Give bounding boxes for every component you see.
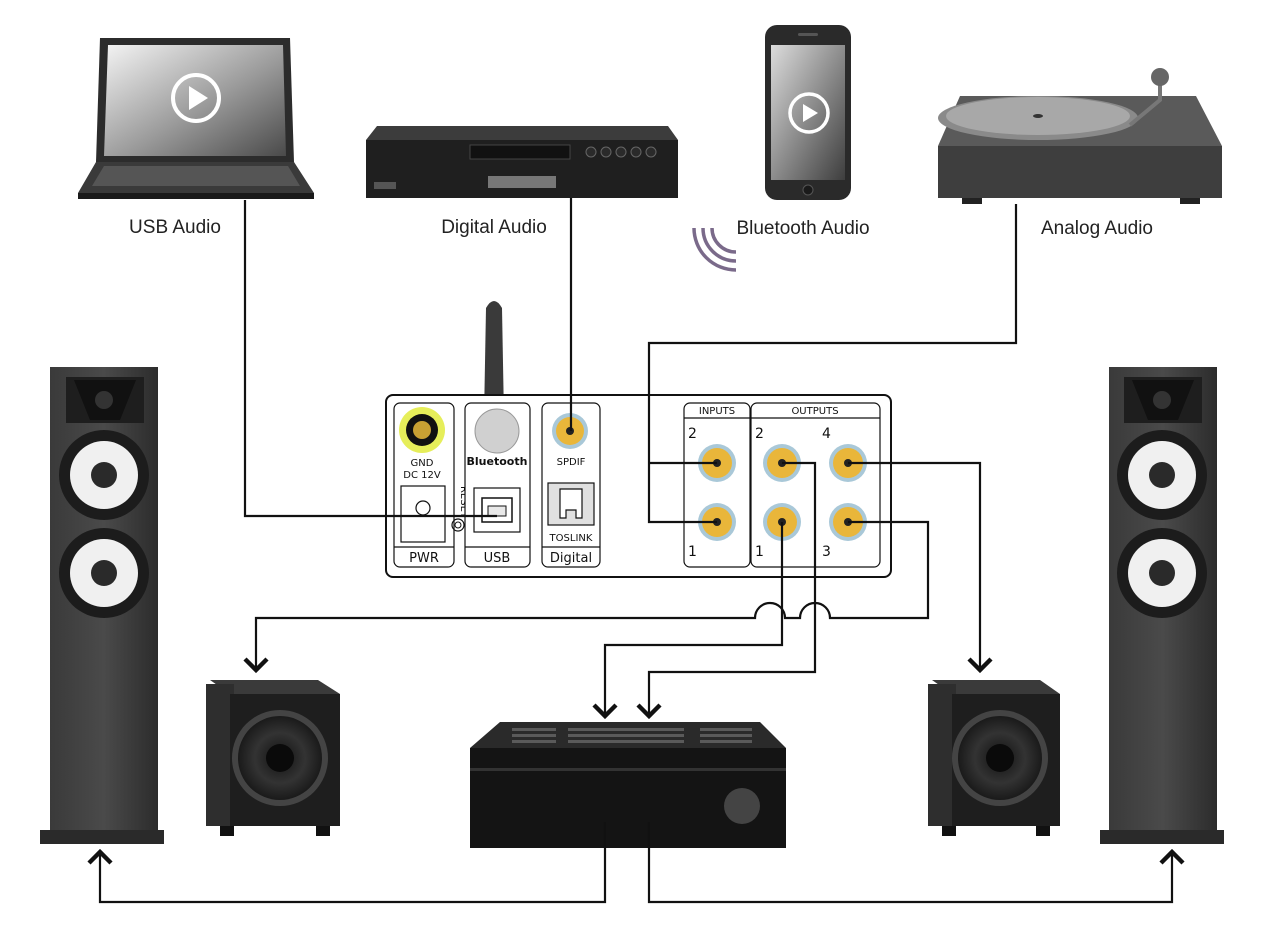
wiring (87, 198, 1185, 904)
analog-audio-label: Analog Audio (1041, 218, 1153, 239)
spdif-label: SPDIF (557, 457, 586, 468)
bluetooth-audio-label: Bluetooth Audio (736, 218, 869, 239)
right-floor-speaker-icon (1100, 367, 1224, 844)
pwr-label: PWR (409, 551, 439, 566)
output-3-label: 3 (822, 544, 831, 560)
usb-port-label: USB (484, 551, 511, 566)
usb-cable (243, 200, 497, 518)
play-icon (788, 92, 830, 134)
device-rear-panel: GND DC 12V PWR RESET Bluetooth USB SPDIF… (385, 394, 892, 578)
output-1-label: 1 (755, 544, 764, 560)
reset-button (451, 518, 465, 532)
amplifier-icon (470, 722, 786, 848)
outputs-label: OUTPUTS (791, 406, 838, 417)
left-floor-speaker-icon (40, 367, 164, 844)
digital-audio-label: Digital Audio (441, 217, 547, 238)
bluetooth-label: Bluetooth (467, 455, 528, 468)
toslink-label: TOSLINK (549, 533, 593, 544)
phone-icon (765, 25, 851, 200)
dc-jack (400, 485, 446, 543)
usb-audio-label: USB Audio (129, 217, 221, 238)
laptop-icon (78, 38, 314, 199)
analog-cable (647, 204, 1018, 524)
dc-label: DC 12V (403, 470, 441, 481)
amp-input-cable-1 (592, 522, 784, 720)
cd-player-icon (366, 126, 678, 198)
digital-port-label: Digital (550, 551, 592, 566)
bluetooth-waves-icon (692, 227, 737, 272)
right-speaker-cable (647, 822, 1185, 904)
output-4-label: 4 (822, 426, 831, 442)
turntable-icon (938, 68, 1222, 204)
gnd-label: GND (411, 458, 434, 469)
inputs-label: INPUTS (699, 406, 735, 417)
left-subwoofer-icon (206, 680, 340, 836)
output-2-label: 2 (755, 426, 764, 442)
left-speaker-cable (87, 822, 607, 904)
play-icon (171, 73, 221, 123)
reset-label: RESET (458, 486, 469, 519)
input-2-label: 2 (688, 426, 697, 442)
amp-input-cable-2 (636, 461, 817, 720)
right-subwoofer-icon (928, 680, 1060, 836)
left-sub-cable (243, 520, 930, 674)
right-sub-cable (848, 461, 993, 674)
input-1-label: 1 (688, 544, 697, 560)
